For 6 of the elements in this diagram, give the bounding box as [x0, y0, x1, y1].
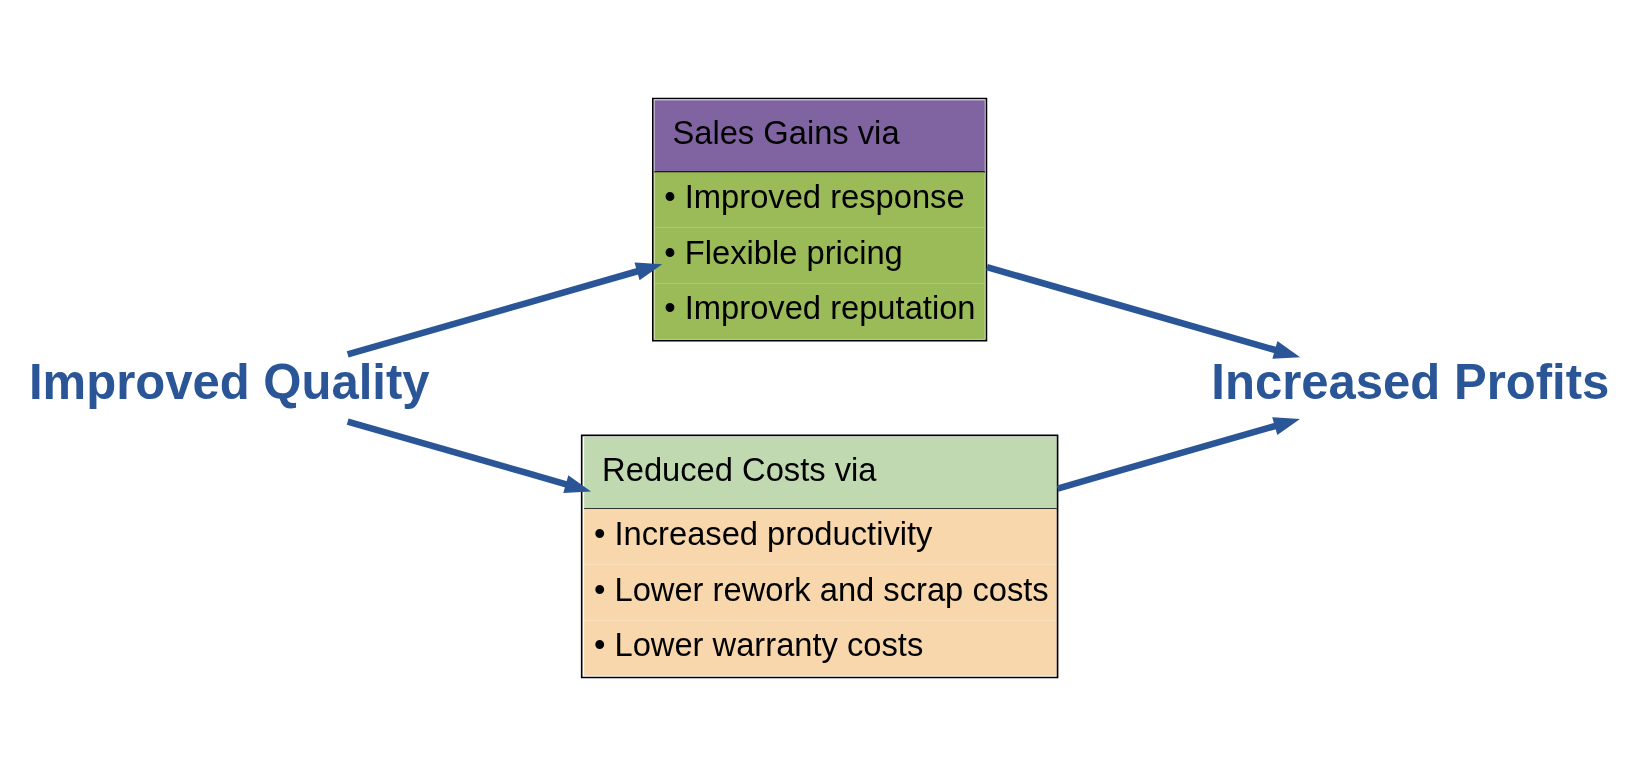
arrow: [346, 262, 663, 358]
node-text: Increased Profits: [1211, 354, 1610, 409]
arrow: [986, 264, 1301, 359]
arrow: [346, 418, 592, 494]
node-text: Improved Quality: [28, 354, 430, 409]
arrow: [1056, 417, 1300, 492]
